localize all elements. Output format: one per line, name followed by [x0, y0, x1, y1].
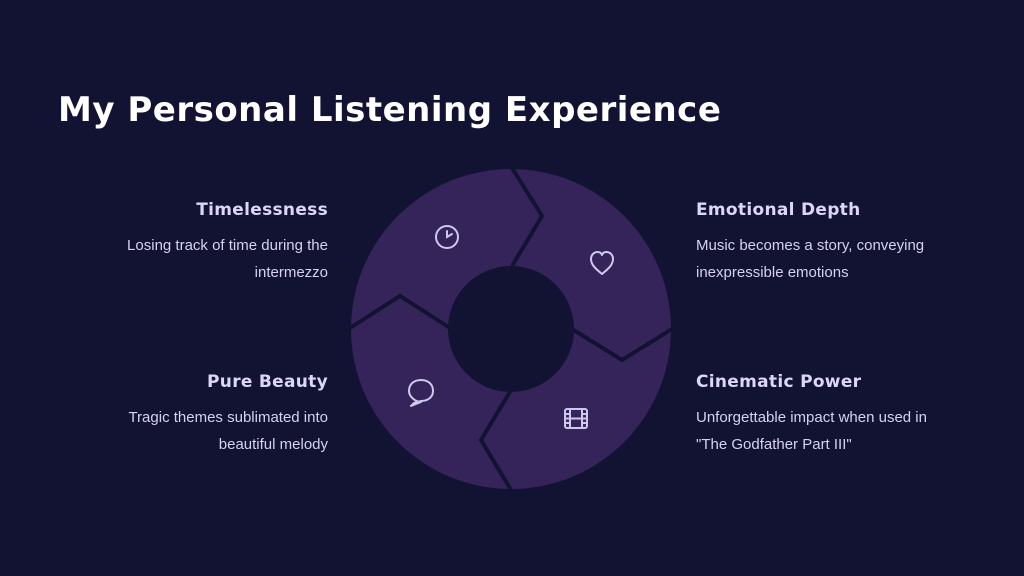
item-heading: Cinematic Power — [696, 372, 862, 392]
separator-top — [510, 168, 545, 268]
item-description-line: beautiful melody — [218, 436, 328, 453]
speech-bubble-icon — [408, 379, 434, 407]
clock-icon — [435, 225, 459, 249]
item-description-line: Unforgettable impact when used in — [696, 409, 927, 426]
item-heading: Pure Beauty — [207, 372, 328, 392]
item-emotional-depth: Emotional Depth Music becomes a story, c… — [696, 200, 996, 286]
center-hole — [448, 266, 574, 392]
cycle-diagram — [350, 168, 672, 490]
item-description: Tragic themes sublimated into beautiful … — [28, 404, 328, 458]
item-timelessness: Timelessness Losing track of time during… — [28, 200, 328, 286]
page-title: My Personal Listening Experience — [58, 90, 722, 130]
segment-separators — [350, 168, 672, 490]
item-description: Music becomes a story, conveying inexpre… — [696, 232, 996, 286]
item-description-line: intermezzo — [254, 264, 328, 281]
cycle-diagram-svg — [350, 168, 672, 490]
item-description-line: inexpressible emotions — [696, 264, 849, 281]
item-description: Unforgettable impact when used in "The G… — [696, 404, 996, 458]
separator-right — [570, 327, 672, 363]
item-description-line: Music becomes a story, conveying — [696, 237, 925, 254]
item-cinematic-power: Cinematic Power Unforgettable impact whe… — [696, 372, 996, 458]
item-description: Losing track of time during the intermez… — [28, 232, 328, 286]
item-heading: Timelessness — [196, 200, 328, 220]
film-icon — [564, 408, 588, 429]
separator-left — [350, 293, 452, 330]
item-description-line: Losing track of time during the — [127, 237, 328, 254]
item-description-line: "The Godfather Part III" — [696, 436, 852, 453]
separator-bottom — [478, 388, 513, 490]
item-description-line: Tragic themes sublimated into — [128, 409, 328, 426]
item-heading: Emotional Depth — [696, 200, 861, 220]
item-pure-beauty: Pure Beauty Tragic themes sublimated int… — [28, 372, 328, 458]
heart-icon — [590, 251, 614, 275]
